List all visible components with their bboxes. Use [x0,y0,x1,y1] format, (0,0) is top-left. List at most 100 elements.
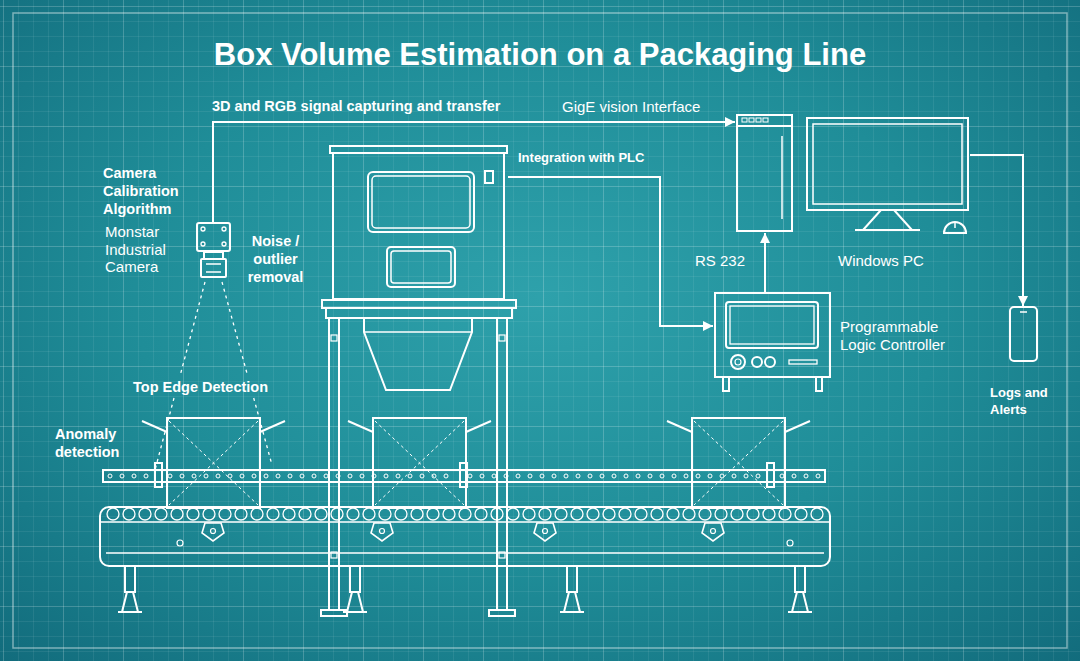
mouse-line [954,222,956,228]
icon-part [391,251,451,283]
conveyor-leg [795,566,805,592]
conveyor-roller [379,508,391,520]
rail-hole [300,474,304,478]
conveyor-roller [187,508,199,520]
conveyor-roller [443,508,455,520]
conveyor-roller [555,508,567,520]
conveyor-leg [350,566,360,592]
rail-hole [492,474,496,478]
conveyor-roller [683,508,695,520]
rail-hole [288,474,292,478]
conveyor-roller [459,508,471,520]
machine-foot [489,610,515,616]
conveyor-roller [395,508,407,520]
rail-hole [336,474,340,478]
icon-part [222,242,226,246]
mount-bolt [543,529,548,534]
icon-part [737,125,792,127]
connector-arrow [970,155,1023,306]
conveyor [100,222,966,566]
conveyor-roller [539,508,551,520]
conveyor-roller [107,508,119,520]
box-diagonals [375,421,464,505]
belt-slot [787,540,793,546]
box-diagonals [694,421,783,505]
rail-hole [756,474,760,478]
guide-rail [103,470,825,482]
icon-part [368,172,474,232]
rail-hole [108,474,112,478]
icon-part [816,377,822,391]
conveyor-roller [331,508,343,520]
rail-hole [576,474,580,478]
icon-part [201,259,226,277]
node-label: Programmable Logic Controller [840,318,965,354]
rail-hole [744,474,748,478]
hopper-line [364,331,472,333]
rail-hole [660,474,664,478]
annotation-label: 3D and RGB signal capturing and transfer [212,98,500,114]
annotation-label: Anomaly detection [55,425,135,461]
conveyor-roller [411,508,423,520]
conveyor-roller [251,508,263,520]
node-outline [329,145,508,301]
conveyor-roller [795,508,807,520]
rail-hole [732,474,736,478]
rail-hole [168,474,172,478]
annotation-label: Noise / outlier removal [238,232,313,286]
rail-hole [564,474,568,478]
rail-hole [252,474,256,478]
leg-foot [118,592,142,612]
icon-part [222,227,226,231]
carton-box [373,418,466,508]
rail-hole [588,474,592,478]
icon-part [206,264,221,272]
rail-hole [528,474,532,478]
conveyor-roller [299,508,311,520]
belt-lines [100,522,830,553]
conveyor-roller [603,508,615,520]
machine-beam [322,300,516,308]
conveyor-roller [475,508,487,520]
annotation-label: Top Edge Detection [133,379,268,395]
box-flaps [667,421,810,432]
machine-beam [326,308,512,318]
conveyor-roller [123,508,135,520]
beam-line [222,282,248,376]
rail-hole [204,474,208,478]
icon-part [781,136,783,219]
icon-part [813,124,962,204]
icon-part [1020,311,1027,313]
rail-clamp [155,463,162,487]
conveyor-roller [507,508,519,520]
rail-clamp [460,463,467,487]
carton-box [167,418,260,508]
node-label: Logs and Alerts [990,384,1065,418]
icon-part [330,146,507,153]
icon-part [715,293,830,377]
conveyor-roller [171,508,183,520]
rail-hole [120,474,124,478]
rail-hole [504,474,508,478]
rail-hole [408,474,412,478]
conveyor-leg [125,566,135,592]
conveyor-roller [715,508,727,520]
icon-part [763,118,768,122]
conveyor-roller [347,508,359,520]
rail-hole [516,474,520,478]
roller-mount [534,523,556,541]
roller-mount [702,523,724,541]
rail-hole [444,474,448,478]
conveyor-roller [811,508,823,520]
rail-hole [348,474,352,478]
rail-hole [396,474,400,478]
connector-label: GigE vision Interface [562,98,700,115]
icon-part [372,176,470,228]
conveyor-belt [100,507,830,566]
rail-hole [540,474,544,478]
conveyor-roller [219,508,231,520]
leg-foot [788,592,812,612]
rail-hole [696,474,700,478]
conveyor-roller [155,508,167,520]
rail-hole [372,474,376,478]
